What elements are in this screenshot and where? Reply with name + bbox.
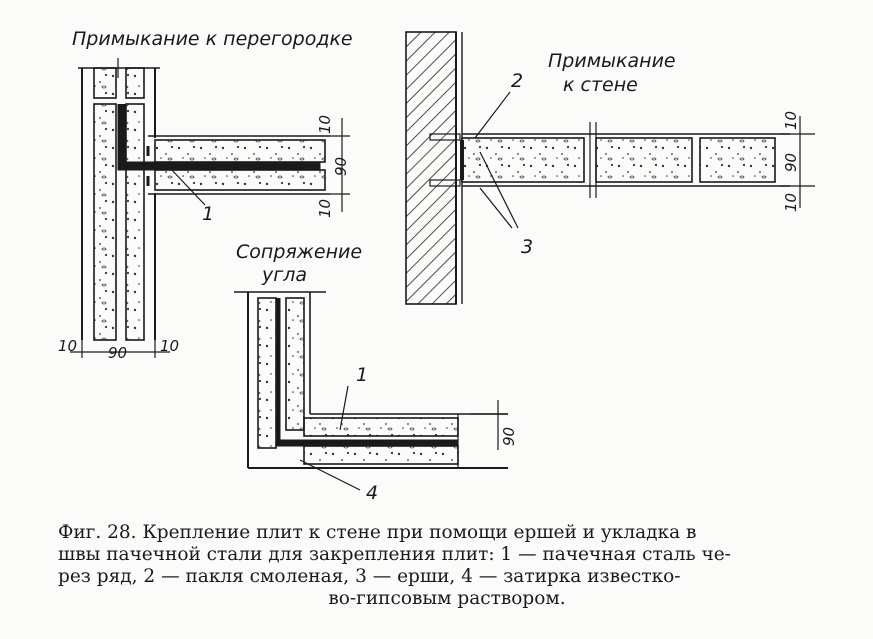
callout-1-corner: 1 xyxy=(356,364,369,386)
corner-joint-title-line1: Сопряжение xyxy=(236,241,363,263)
caption-line-3: рез ряд, 2 — пакля смоленая, 3 — ерши, 4… xyxy=(58,566,681,587)
caption-line-1: Фиг. 28. Крепление плит к стене при помо… xyxy=(58,522,697,543)
callout-2: 2 xyxy=(511,70,524,92)
corner-joint-title-line2: угла xyxy=(262,264,308,286)
dim-wall-top-10: 10 xyxy=(782,110,800,130)
dim-partition-mid-90: 90 xyxy=(108,344,128,362)
caption-line-2: швы пачечной стали для закрепления плит:… xyxy=(58,544,731,565)
dim-corner-90: 90 xyxy=(500,426,518,446)
callout-3: 3 xyxy=(521,236,534,258)
dim-partition-left-10: 10 xyxy=(58,337,78,355)
wall-joint-title-line2: к стене xyxy=(563,74,638,96)
caption-line-4: во-гипсовым раствором. xyxy=(328,588,566,609)
wall-joint-drawing xyxy=(405,31,815,305)
dim-wall-90: 90 xyxy=(782,152,800,172)
callout-4: 4 xyxy=(366,482,379,504)
wall-joint-title-line1: Примыкание xyxy=(548,50,676,72)
partition-joint-title: Примыкание к перегородке xyxy=(72,28,353,50)
dim-partition-90: 90 xyxy=(332,156,350,176)
dim-partition-right-10: 10 xyxy=(160,337,180,355)
corner-joint-drawing xyxy=(234,291,508,491)
dim-wall-bottom-10: 10 xyxy=(782,192,800,212)
callout-1-partition: 1 xyxy=(202,203,215,225)
dim-partition-top-10: 10 xyxy=(316,114,334,134)
partition-joint-drawing xyxy=(70,58,350,358)
figure-caption: Фиг. 28. Крепление плит к стене при помо… xyxy=(58,522,836,610)
dim-partition-bottom-10: 10 xyxy=(316,198,334,218)
